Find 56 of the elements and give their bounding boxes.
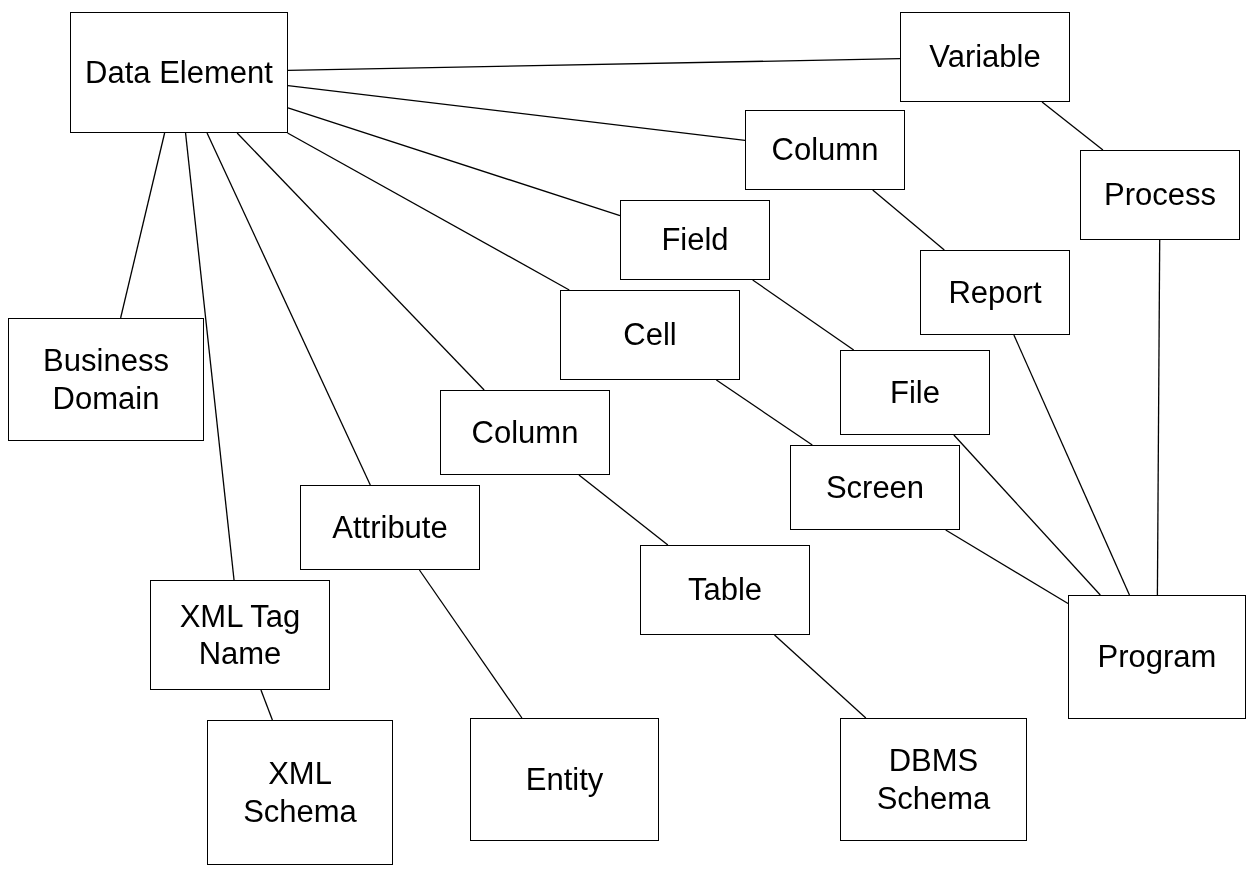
entity-box [920,250,1070,335]
entity-box [70,12,288,133]
connector-line [119,132,166,319]
connector-line [715,379,813,446]
entity-box [1080,150,1240,240]
box-label: XML Tag Name [178,597,302,673]
box-label: Program [1097,638,1217,676]
entity-box [1068,595,1246,719]
box-label: Variable [929,38,1041,76]
box-label: Process [1104,176,1216,214]
box-label: File [890,373,940,412]
connector-line [1041,101,1104,151]
connector-line [773,634,867,719]
connector-line [1013,334,1131,596]
box-label: Cell [623,316,677,354]
entity-box [470,718,659,841]
entity-box [440,390,610,475]
box-label: Table [687,571,763,609]
entity-box [620,200,770,280]
entity-box [840,350,990,435]
connector-line [953,434,1101,596]
connector-line [945,529,1069,605]
box-label: Column [471,413,579,452]
entity-box [560,290,740,380]
box-label: DBMS Schema [875,742,992,817]
entity-box [150,580,330,690]
box-label: Column [771,131,879,169]
entity-box [300,485,480,570]
entity-box [8,318,204,441]
connector-line [418,569,523,719]
box-label: Report [948,273,1042,312]
entity-box [640,545,810,635]
connector-line [260,689,274,721]
box-label: Field [661,221,729,259]
box-label: Data Element [85,53,273,92]
entity-box [207,720,393,865]
connector-line [184,132,235,581]
connector-line [286,132,570,291]
entity-box [840,718,1027,841]
connector-line [1156,239,1161,596]
connector-line [236,132,485,391]
connector-line [287,84,746,142]
box-label: Entity [525,760,604,799]
entity-box [790,445,960,530]
connector-line [287,58,901,72]
connector-line [752,279,855,351]
box-label: Attribute [332,508,448,547]
connector-line [206,132,371,486]
box-label: Screen [825,468,925,507]
entity-box [745,110,905,190]
connector-line [872,189,945,251]
box-label: Business Domain [42,342,170,417]
box-label: XML Schema [242,755,358,830]
connector-line [287,107,621,217]
entity-box [900,12,1070,102]
connector-line [578,474,669,546]
